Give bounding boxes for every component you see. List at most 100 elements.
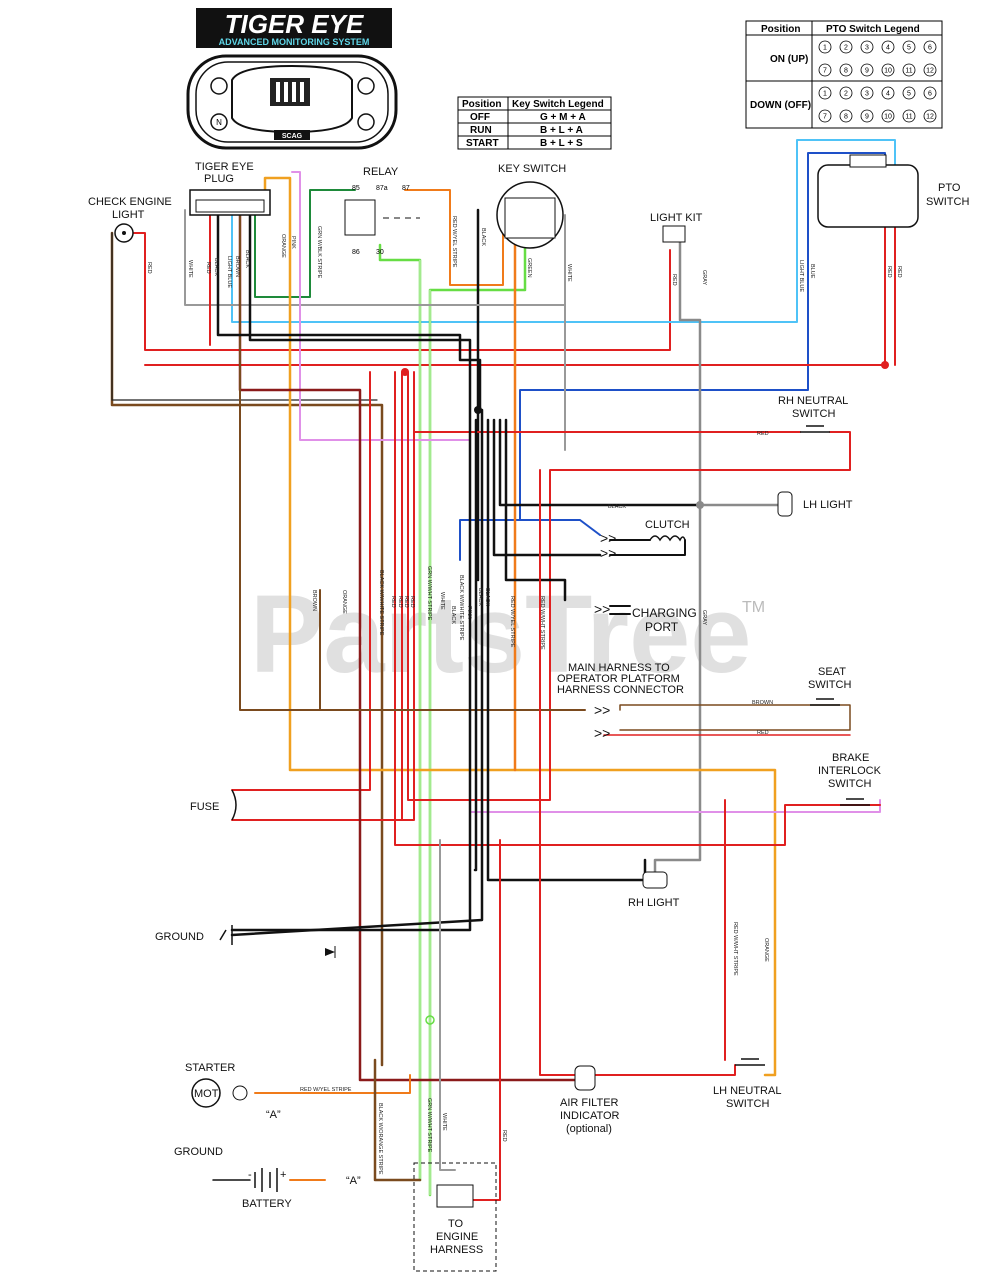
- ks-legend-row-val: B + L + S: [540, 138, 583, 149]
- tiger-eye-logo: TIGER EYE ADVANCED MONITORING SYSTEM: [196, 8, 392, 48]
- wire-label: BLACK: [608, 504, 626, 510]
- ground-label: GROUND: [174, 1146, 223, 1158]
- wire-label: PINK: [466, 606, 472, 619]
- pto-pin-circle: [839, 63, 853, 77]
- wire-label: BROWN: [752, 700, 773, 706]
- seat-switch-label: SWITCH: [808, 679, 851, 691]
- pto-pin-circle: [860, 40, 874, 54]
- wire-label: GRN W/BLK STRIPE: [316, 226, 322, 279]
- wire-label: RED: [146, 262, 152, 274]
- pto-legend-header-title: PTO Switch Legend: [826, 24, 920, 35]
- pto-pin-circle: [818, 109, 832, 123]
- pto-pin-number: 8: [844, 114, 848, 121]
- relay: RELAY 85 87a 87 86 30: [344, 166, 420, 256]
- watermark: PartsTree: [250, 573, 751, 696]
- starter-label: STARTER: [185, 1062, 235, 1074]
- wire-label: BLACK: [484, 588, 490, 606]
- wire-label: BLUE: [809, 264, 815, 279]
- wire-label: RED W/WHT STRIPE: [539, 596, 545, 650]
- starter-a-label: “A”: [266, 1109, 281, 1121]
- wire-label: BLACK: [480, 228, 486, 246]
- pto-pin-number: 3: [865, 45, 869, 52]
- wire-label: LIGHT BLUE: [226, 256, 232, 288]
- lh-light: LH LIGHT: [777, 491, 853, 517]
- wire-label: LIGHT BLUE: [798, 260, 804, 292]
- pto-pin-circle: [860, 63, 874, 77]
- wire-label: RED: [757, 431, 769, 437]
- pto-pin-number: 6: [928, 91, 932, 98]
- tiger-eye-display: SCAG N: [186, 54, 398, 150]
- pto-pin-circle: [923, 109, 937, 123]
- pto-pin-circle: [839, 86, 853, 100]
- svg-text:>>: >>: [600, 545, 616, 561]
- pto-pin-number: 11: [905, 114, 912, 121]
- lh-light-label: LH LIGHT: [803, 499, 853, 511]
- pto-switch-legend: Position PTO Switch Legend ON (UP) DOWN …: [745, 20, 943, 129]
- light-kit-label: LIGHT KIT: [650, 212, 703, 224]
- pto-pin-circle: [902, 86, 916, 100]
- lh-neutral-switch: LH NEUTRAL SWITCH: [713, 1058, 781, 1110]
- wire-label: GREEN: [526, 258, 532, 278]
- seat-switch-label: SEAT: [818, 666, 846, 678]
- pto-pin-number: 2: [844, 45, 848, 52]
- svg-text:>>: >>: [594, 725, 610, 741]
- pto-pin-number: 2: [844, 91, 848, 98]
- battery: GROUND - + BATTERY “A”: [174, 1146, 361, 1210]
- rh-neutral-label: RH NEUTRAL: [778, 395, 848, 407]
- pto-pin-number: 10: [884, 68, 892, 75]
- pto-legend-header-position: Position: [761, 24, 800, 35]
- logo-subtitle: ADVANCED MONITORING SYSTEM: [219, 37, 370, 47]
- air-filter-label: INDICATOR: [560, 1110, 620, 1122]
- relay-pin: 86: [352, 249, 360, 256]
- splice-point: [881, 361, 889, 369]
- splice-point: [474, 406, 482, 414]
- wire-label: GRAY: [701, 610, 707, 626]
- battery-label: BATTERY: [242, 1198, 292, 1210]
- main-harness-label: HARNESS CONNECTOR: [557, 684, 684, 696]
- battery-a-label: “A”: [346, 1175, 361, 1187]
- wire-label: BLACK W/WHITE STRIPE: [458, 575, 464, 641]
- pto-pin-circle: [923, 63, 937, 77]
- starter: MOT STARTER “A”: [185, 1062, 281, 1121]
- wire-label: ORANGE: [763, 938, 769, 962]
- wire-label: GRAY: [701, 270, 707, 286]
- wire-label: BROWN: [234, 256, 240, 277]
- wire-label: WHITE: [439, 592, 445, 610]
- rh-light: RH LIGHT: [628, 871, 680, 909]
- engine-harness-label: TO: [448, 1218, 464, 1230]
- pto-pin-circle: [881, 63, 895, 77]
- brake-label: SWITCH: [828, 778, 871, 790]
- ks-legend-row-pos: RUN: [470, 125, 492, 136]
- wire-label: GRN W/WHT STRIPE: [426, 566, 432, 621]
- pto-pin-circle: [839, 40, 853, 54]
- charging-port-label: CHARGING: [632, 606, 697, 620]
- pto-pin-number: 9: [865, 68, 869, 75]
- tiger-eye-plug: TIGER EYE PLUG: [189, 161, 271, 216]
- wire-label: RED: [403, 596, 409, 608]
- watermark-tm: TM: [742, 599, 765, 616]
- pto-switch-label: PTO: [938, 182, 961, 194]
- wire-label: RED W/YEL STRIPE: [300, 1087, 352, 1093]
- wire-label: BLACK W/WHITE STRIPE: [378, 570, 384, 636]
- ks-legend-header-position: Position: [462, 99, 501, 110]
- pto-pin-number: 12: [926, 68, 934, 75]
- pto-pin-number: 11: [905, 68, 912, 75]
- wire-label: RED W/YEL STRIPE: [451, 216, 457, 268]
- key-switch: KEY SWITCH: [496, 163, 566, 249]
- pto-pin-circle: [923, 40, 937, 54]
- check-engine-label: LIGHT: [112, 209, 145, 221]
- relay-label: RELAY: [363, 166, 399, 178]
- pto-pin-circle: [818, 63, 832, 77]
- air-filter-indicator: AIR FILTER INDICATOR (optional): [560, 1065, 620, 1135]
- wire-label: RED W/YEL STRIPE: [509, 596, 515, 648]
- tiger-eye-plug-label: PLUG: [204, 173, 234, 185]
- tiger-eye-plug-label: TIGER EYE: [195, 161, 254, 173]
- pto-pin-circle: [860, 86, 874, 100]
- fuse: FUSE: [190, 789, 237, 821]
- lh-neutral-label: LH NEUTRAL: [713, 1085, 781, 1097]
- pto-pin-circle: [881, 40, 895, 54]
- light-kit-connector: LIGHT KIT: [650, 212, 703, 243]
- engine-harness-label: ENGINE: [436, 1231, 478, 1243]
- wire-label: PINK: [290, 236, 296, 249]
- wires: [110, 139, 896, 1201]
